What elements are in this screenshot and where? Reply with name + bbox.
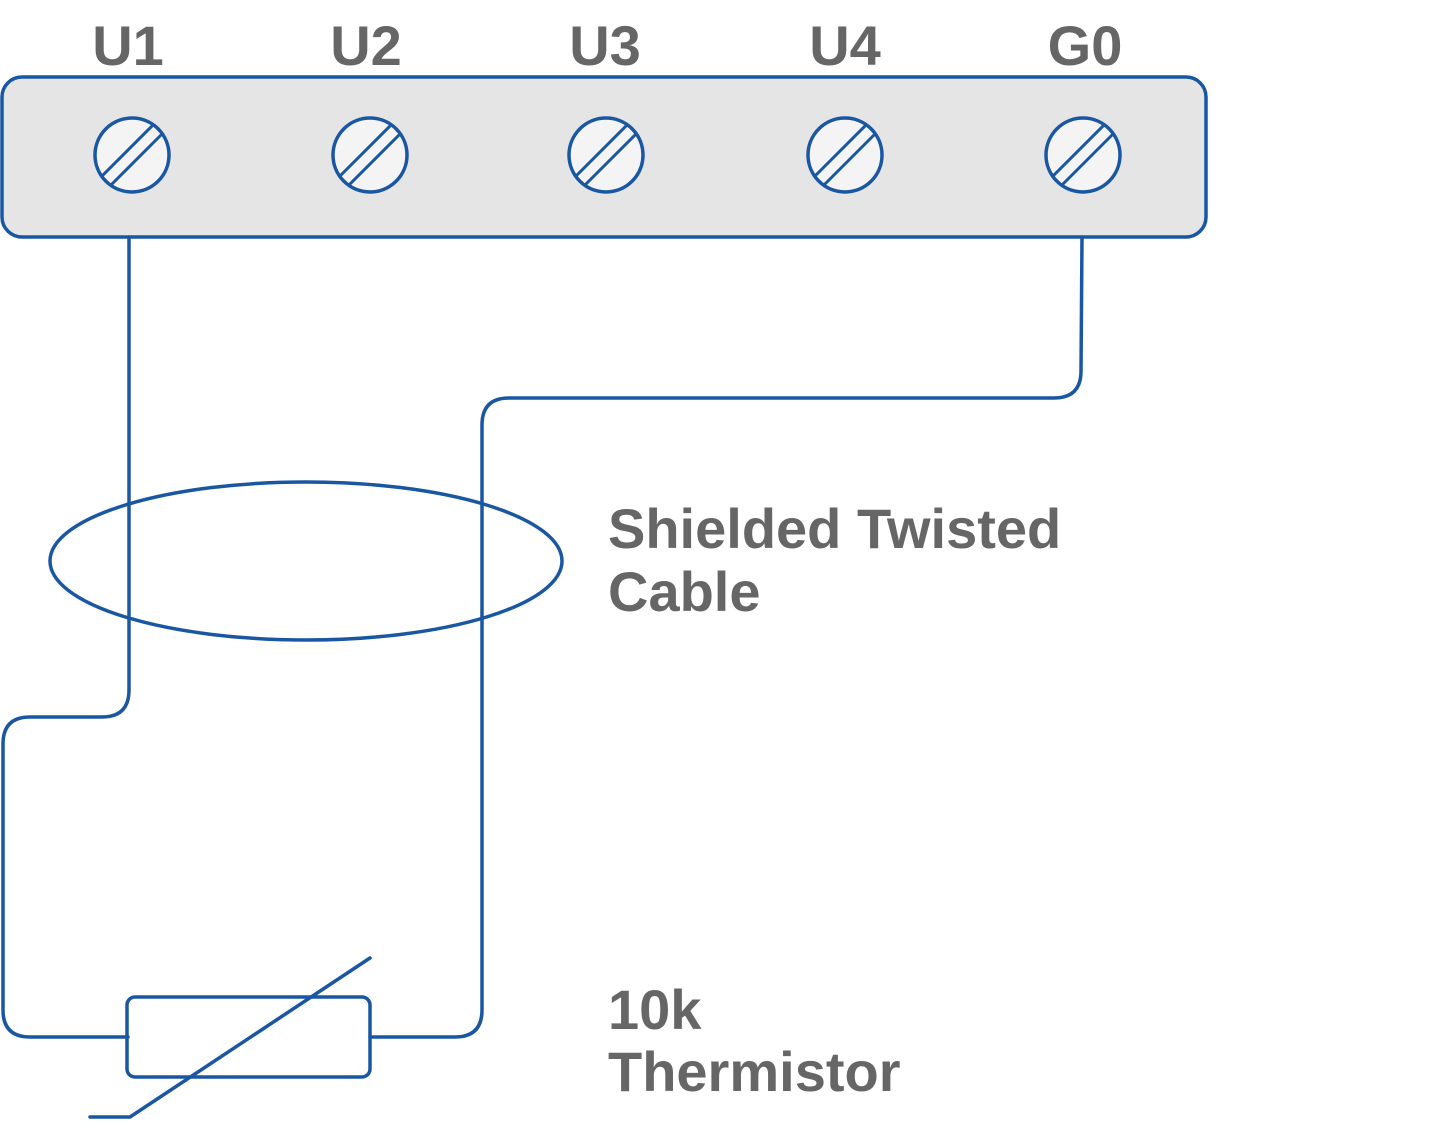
thermistor-body bbox=[125, 995, 372, 1079]
screw-icon bbox=[93, 116, 171, 194]
screw-terminal-u4 bbox=[806, 116, 884, 194]
terminal-label-u1: U1 bbox=[92, 14, 164, 77]
screw-icon bbox=[1044, 116, 1122, 194]
cable-label-line1: Shielded Twisted bbox=[608, 497, 1061, 560]
wire-u1 bbox=[1, 235, 131, 1039]
cable-label-line2: Cable bbox=[608, 560, 761, 623]
cable-label-2: Cable bbox=[608, 560, 761, 623]
screw-terminal-g0 bbox=[1044, 116, 1122, 194]
sensor-label-line2: Thermistor bbox=[608, 1040, 901, 1103]
cable-shield-ellipse bbox=[48, 480, 564, 642]
screw-icon bbox=[567, 116, 645, 194]
screw-terminal-u2 bbox=[331, 116, 409, 194]
screw-terminal-u1 bbox=[93, 116, 171, 194]
wire-g0 bbox=[368, 235, 1084, 1039]
sensor-label-line1: 10k bbox=[608, 978, 702, 1041]
sensor-label-2: Thermistor bbox=[608, 1040, 901, 1103]
screw-terminal-u3 bbox=[567, 116, 645, 194]
sensor-label: 10k bbox=[608, 978, 702, 1041]
cable-label: Shielded Twisted bbox=[608, 497, 1061, 560]
terminal-label-u4: U4 bbox=[809, 14, 881, 77]
terminal-label-u3: U3 bbox=[569, 14, 641, 77]
screw-icon bbox=[331, 116, 409, 194]
terminal-label-g0: G0 bbox=[1048, 14, 1123, 77]
screw-icon bbox=[806, 116, 884, 194]
thermistor-variable-arrow bbox=[88, 956, 372, 1119]
terminal-label-u2: U2 bbox=[330, 14, 402, 77]
